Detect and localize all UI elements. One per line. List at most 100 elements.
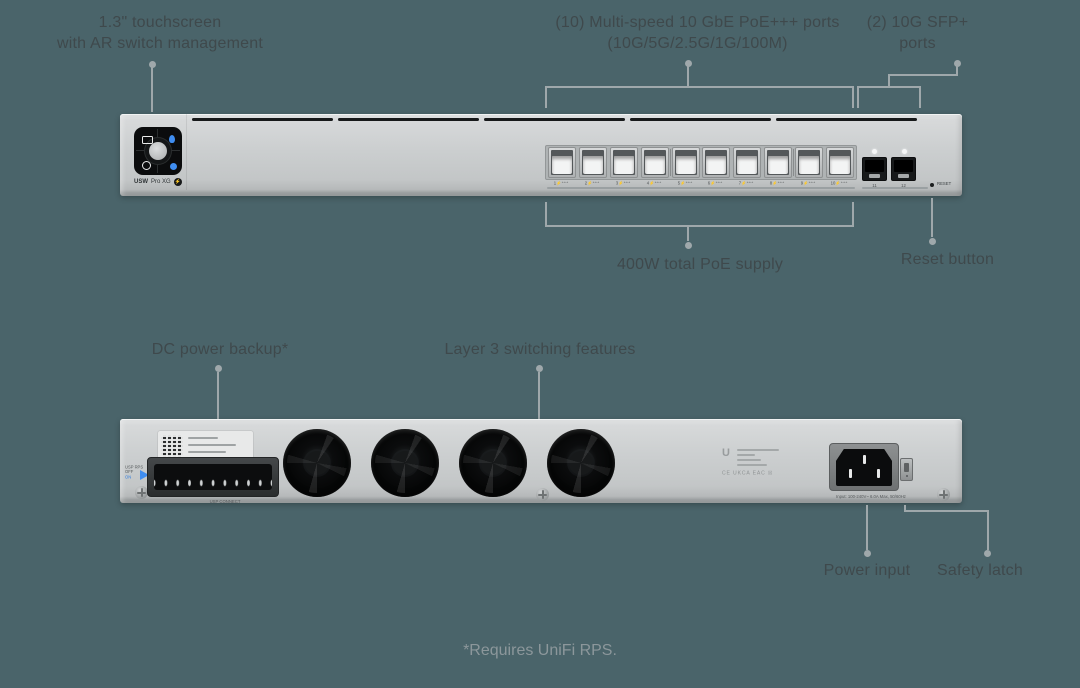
- rps-off-label: OFF: [125, 469, 134, 475]
- rps-on-label: ON: [125, 474, 132, 480]
- bracket-poe-ports-top: [545, 86, 854, 88]
- leader-dot-poe-ports: [684, 59, 692, 67]
- leader-line-reset: [931, 198, 933, 237]
- annotation-reset-text: Reset button: [900, 251, 995, 268]
- rj45-port-8[interactable]: [764, 147, 793, 178]
- usp-connect-label: USP CONNECT: [209, 499, 241, 505]
- sfp-rail: [862, 187, 928, 189]
- leader-line-latch-h: [904, 510, 989, 512]
- power-pin-earth: [863, 455, 866, 464]
- leader-line-sfp-v1: [956, 66, 958, 76]
- annotation-layer3: Layer 3 switching features: [430, 339, 650, 360]
- port-label-8: 8⚡⁺⁺⁺: [769, 181, 785, 187]
- usp-dc-connector[interactable]: [147, 457, 279, 497]
- leader-line-400w: [687, 225, 689, 241]
- switch-rear-view: USP RPS OFF ON USP CONNECT U CE UKC: [120, 419, 962, 505]
- annotation-safety-latch: Safety latch: [920, 560, 1040, 581]
- rj45-port-3[interactable]: [609, 147, 638, 178]
- certification-marks: CE UKCA EAC ☒: [722, 470, 774, 476]
- sfp-led-2: [902, 149, 907, 154]
- ubiquiti-logo: U: [722, 447, 730, 459]
- usp-dc-pins: [154, 464, 272, 490]
- sfp-port-11[interactable]: [862, 157, 887, 181]
- leader-line-sfp-h: [888, 74, 958, 76]
- safety-latch-tab[interactable]: [900, 458, 913, 481]
- reset-button-label: RESET: [937, 181, 952, 187]
- leader-line-layer3: [538, 372, 540, 419]
- touchscreen-knob[interactable]: [149, 142, 167, 160]
- leader-line-dc-backup: [217, 372, 219, 419]
- sfp-led-1: [872, 149, 877, 154]
- rps-switch-labels: USP RPS OFF ON: [125, 465, 143, 480]
- regulatory-text-line: [737, 464, 767, 466]
- rj45-port-7[interactable]: [733, 147, 762, 178]
- clock-icon: [142, 161, 151, 170]
- bracket-sfp-right: [919, 86, 921, 108]
- model-label: USW Pro XG ⚡: [134, 178, 182, 186]
- annotation-dc-backup-text: DC power backup*: [151, 341, 289, 358]
- leader-dot-latch: [983, 549, 991, 557]
- annotation-sfp-ports-line1: (2) 10G SFP+: [866, 14, 969, 31]
- annotation-safety-latch-text: Safety latch: [936, 562, 1023, 579]
- panel-seam: [186, 114, 187, 190]
- rj45-port-4[interactable]: [640, 147, 669, 178]
- port-label-9: 9⚡⁺⁺⁺: [800, 181, 816, 187]
- sfp-label-12: 12: [901, 183, 906, 189]
- annotation-sfp-ports-line2: ports: [899, 35, 936, 52]
- annotation-layer3-text: Layer 3 switching features: [444, 341, 636, 358]
- status-dot-icon: [170, 163, 177, 170]
- port-label-1: 1⚡⁺⁺⁺: [553, 181, 569, 187]
- leader-dot-layer3: [535, 364, 543, 372]
- port-label-6: 6⚡⁺⁺⁺: [708, 181, 723, 187]
- rj45-port-9[interactable]: [795, 147, 823, 178]
- bracket-poe-ports-left: [545, 86, 547, 108]
- rj45-port-10[interactable]: [825, 147, 854, 178]
- regulatory-text-line: [737, 459, 761, 461]
- cooling-fan-1: [283, 429, 351, 497]
- sticker-text-line: [188, 437, 218, 440]
- power-rating-text: Input: 100-240V~ 6.0A Max, 50/60Hz: [836, 494, 906, 500]
- leader-dot-touchscreen: [148, 60, 156, 68]
- port-label-4: 4⚡⁺⁺⁺: [646, 181, 661, 187]
- regulatory-text-line: [737, 449, 779, 451]
- rj45-port-6[interactable]: [702, 147, 731, 178]
- monitor-icon: [142, 136, 153, 144]
- rj45-port-panel: [545, 145, 857, 180]
- leader-line-touchscreen: [151, 67, 153, 112]
- rj45-port-5[interactable]: [671, 147, 700, 178]
- vent-slot: [630, 118, 771, 121]
- touchscreen-display[interactable]: [134, 127, 182, 175]
- sfp-port-12[interactable]: [891, 157, 916, 181]
- regulatory-text-line: [737, 454, 755, 456]
- annotation-touchscreen: 1.3" touchscreen with AR switch manageme…: [20, 12, 300, 54]
- leader-dot-sfp: [953, 59, 961, 67]
- bracket-poe-ports-right: [852, 86, 854, 108]
- rj45-port-2[interactable]: [578, 147, 607, 178]
- rps-arrow-icon: [140, 470, 149, 480]
- annotation-poe-supply: 400W total PoE supply: [545, 254, 855, 275]
- annotation-dc-backup: DC power backup*: [120, 339, 320, 360]
- sticker-text-line: [188, 444, 236, 447]
- cooling-fan-2: [371, 429, 439, 497]
- cooling-fan-4: [547, 429, 615, 497]
- reset-button[interactable]: [930, 183, 934, 187]
- leader-line-sfp-v2: [888, 74, 890, 88]
- annotation-poe-ports-line1: (10) Multi-speed 10 GbE PoE+++ ports: [555, 14, 840, 31]
- rj45-port-1[interactable]: [548, 147, 576, 178]
- port-rail: [547, 187, 855, 189]
- leader-line-latch-v2: [987, 510, 989, 550]
- annotation-sfp-ports: (2) 10G SFP+ ports: [845, 12, 990, 54]
- annotation-power-input-text: Power input: [823, 562, 911, 579]
- annotation-reset: Reset button: [870, 249, 1025, 270]
- port-group-separator: [670, 149, 671, 176]
- vent-slot: [192, 118, 333, 121]
- rps-title: USP RPS: [125, 465, 144, 470]
- annotation-touchscreen-line1: 1.3" touchscreen: [98, 14, 222, 31]
- serial-sticker: [158, 431, 253, 462]
- ac-power-inlet[interactable]: [829, 443, 899, 491]
- leader-dot-power: [863, 549, 871, 557]
- port-label-5: 5⚡⁺⁺⁺: [677, 181, 692, 187]
- annotation-poe-supply-text: 400W total PoE supply: [616, 256, 784, 273]
- switch-front-view: USW Pro XG ⚡ 1⚡⁺⁺⁺ 2⚡⁺⁺⁺ 3⚡⁺⁺⁺: [120, 114, 962, 196]
